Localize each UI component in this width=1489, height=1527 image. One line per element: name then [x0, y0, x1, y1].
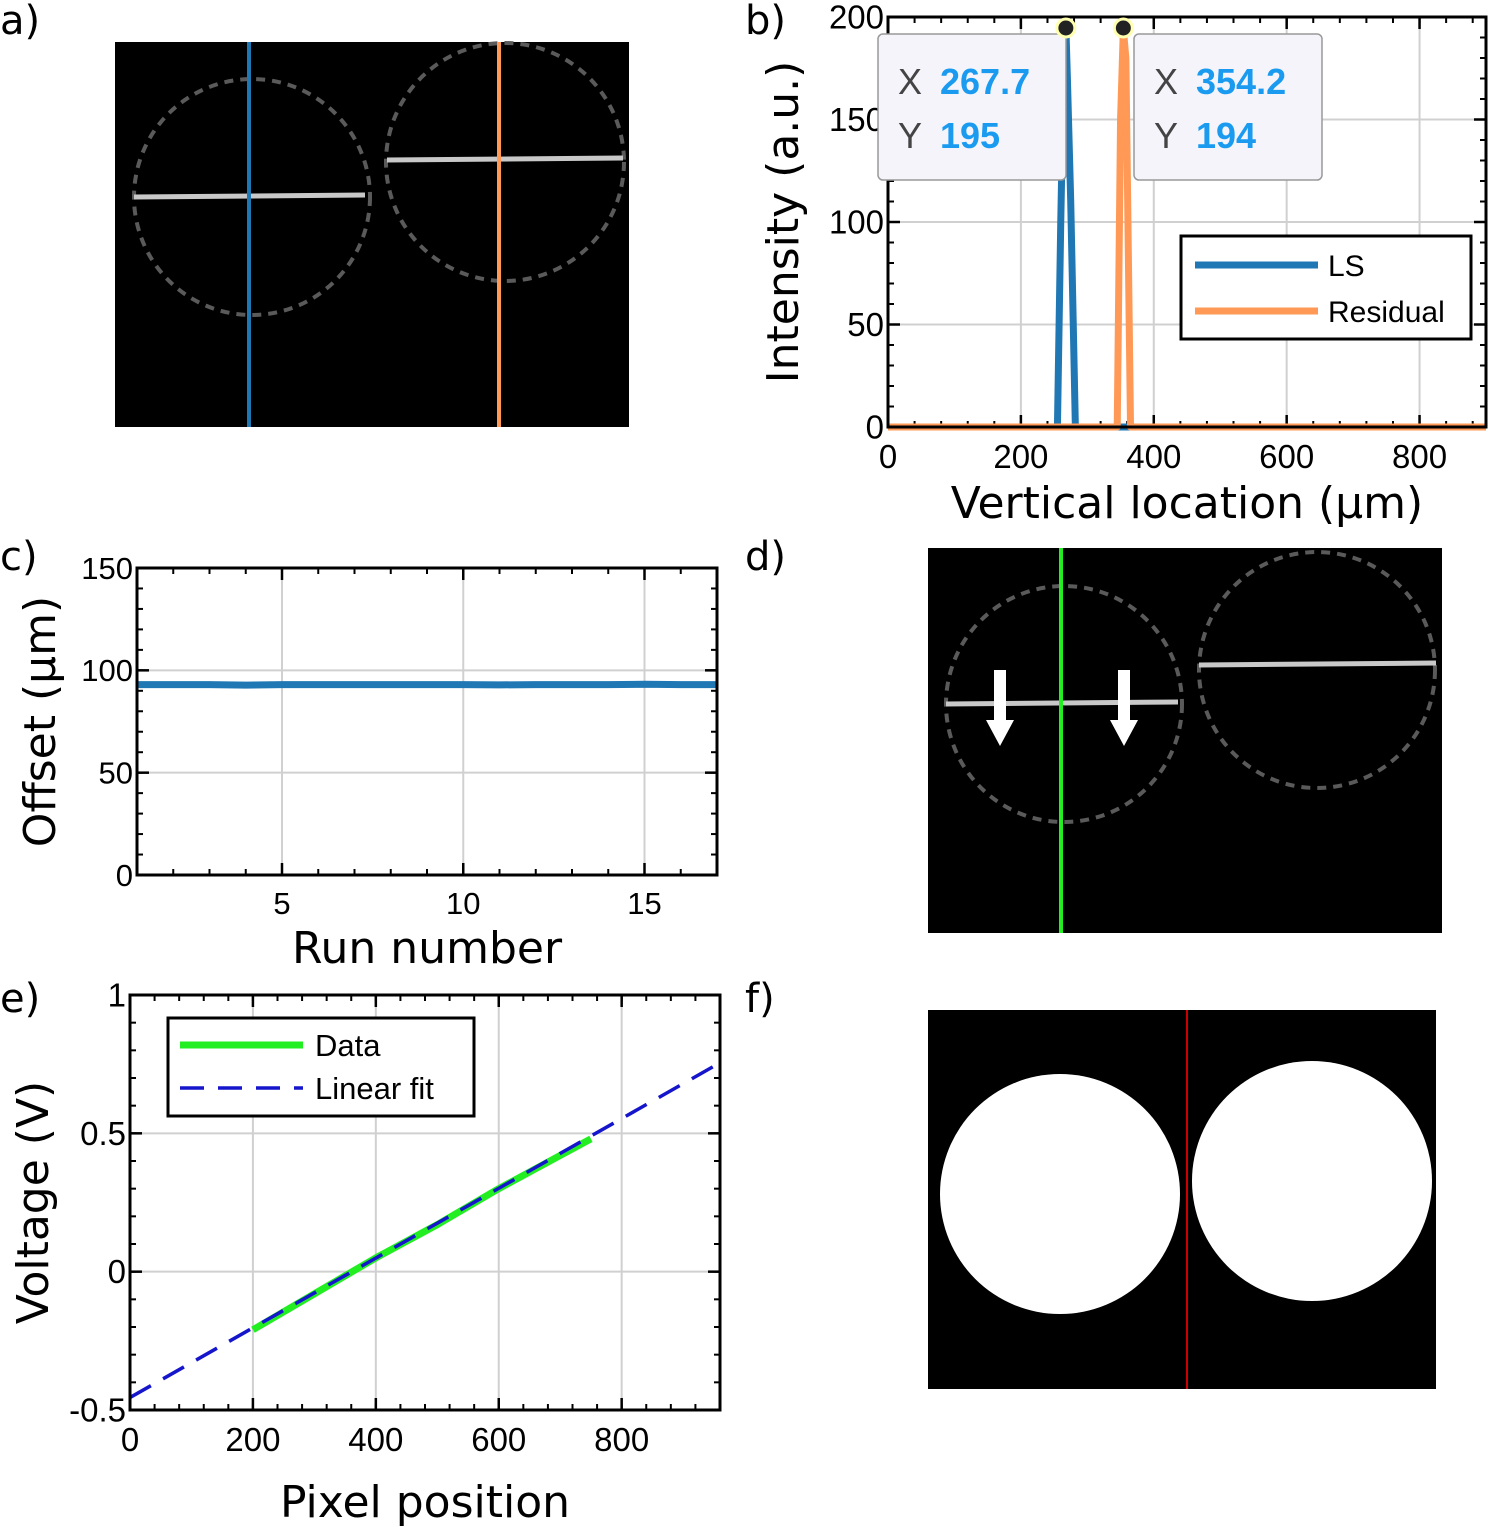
y-tick-label: 100 — [829, 204, 884, 241]
legend-entry: Linear fit — [315, 1071, 434, 1106]
x-tick-label: 600 — [1259, 438, 1314, 475]
datatip-y-label: Y — [898, 115, 922, 156]
y-axis-label: Intensity (a.u.) — [758, 61, 809, 384]
axes-frame — [135, 566, 719, 877]
datatip-marker — [1112, 17, 1134, 39]
image-f-disk-left — [940, 1074, 1180, 1314]
series-line-0 — [137, 680, 717, 689]
datatip-y-value: 195 — [940, 115, 1000, 156]
image-f-disk-right — [1192, 1061, 1432, 1301]
datatip-box — [877, 33, 1067, 181]
y-axis-label: Voltage (V) — [8, 1081, 59, 1324]
y-tick-label: 150 — [829, 101, 884, 138]
y-axis-label: Offset (μm) — [15, 596, 66, 847]
panel-label-b: b) — [745, 0, 786, 44]
legend-entry: LS — [1328, 250, 1365, 283]
image-a — [115, 41, 629, 427]
panel-label-a: a) — [0, 0, 40, 44]
legend: LS Residual — [1179, 234, 1473, 341]
legend-entry: Data — [315, 1028, 381, 1063]
image-a-circle-right — [384, 41, 626, 283]
y-tick-label: 150 — [81, 551, 133, 586]
axes-frame — [886, 15, 1488, 429]
image-d — [928, 548, 1442, 933]
image-f — [928, 1010, 1436, 1389]
y-tick-label: 1 — [108, 977, 126, 1014]
panel-label-c: c) — [0, 534, 38, 580]
datatip-box — [1133, 33, 1323, 181]
legend-box — [166, 1016, 476, 1118]
y-tick-label: 0 — [108, 1253, 126, 1290]
datatip-marker — [1055, 17, 1077, 39]
legend-box — [1179, 234, 1473, 341]
down-arrow-icon — [1110, 670, 1138, 746]
x-tick-label: 15 — [627, 886, 661, 921]
image-d-background — [928, 548, 1442, 933]
datatip-x-value: 354.2 — [1196, 61, 1286, 102]
datatip-x-label: X — [1154, 61, 1178, 102]
x-axis-label: Run number — [292, 923, 563, 974]
panel-label-f: f) — [745, 976, 775, 1022]
datatip: X 354.2Y 194 — [1112, 17, 1323, 181]
x-tick-label: 400 — [348, 1421, 403, 1458]
x-tick-label: 0 — [121, 1421, 139, 1458]
image-d-circle-right — [1197, 550, 1437, 790]
y-tick-label: 50 — [847, 306, 884, 343]
image-a-background — [115, 42, 629, 427]
datatip: X 267.7Y 195 — [877, 17, 1077, 181]
datatip-x-value: 267.7 — [940, 61, 1030, 102]
x-tick-label: 200 — [225, 1421, 280, 1458]
image-d-laser-right — [1198, 660, 1437, 668]
series-line-data — [251, 1135, 593, 1333]
axes-frame — [128, 993, 722, 1412]
x-tick-label: 0 — [879, 438, 897, 475]
y-tick-label: 50 — [99, 756, 133, 791]
y-tick-label: -0.5 — [69, 1392, 126, 1429]
y-tick-label: 200 — [829, 0, 884, 36]
legend-entry: Residual — [1328, 296, 1445, 329]
image-a-laser-right — [386, 155, 624, 163]
datatip-x-label: X — [898, 61, 922, 102]
x-tick-label: 800 — [594, 1421, 649, 1458]
datatip-y-label: Y — [1154, 115, 1178, 156]
x-tick-label: 400 — [1126, 438, 1181, 475]
y-tick-label: 0 — [866, 409, 884, 446]
datatip-y-value: 194 — [1196, 115, 1256, 156]
x-tick-label: 5 — [273, 886, 290, 921]
x-tick-label: 200 — [993, 438, 1048, 475]
y-tick-label: 100 — [81, 653, 133, 688]
x-axis-label: Vertical location (μm) — [951, 478, 1423, 529]
x-tick-label: 800 — [1392, 438, 1447, 475]
panel-label-d: d) — [745, 534, 786, 580]
x-tick-label: 600 — [471, 1421, 526, 1458]
y-tick-label: 0.5 — [80, 1115, 126, 1152]
panel-label-e: e) — [0, 976, 40, 1022]
x-axis-label: Pixel position — [280, 1477, 570, 1527]
down-arrow-icon — [986, 670, 1014, 746]
x-tick-label: 10 — [446, 886, 480, 921]
y-tick-label: 0 — [116, 858, 133, 893]
